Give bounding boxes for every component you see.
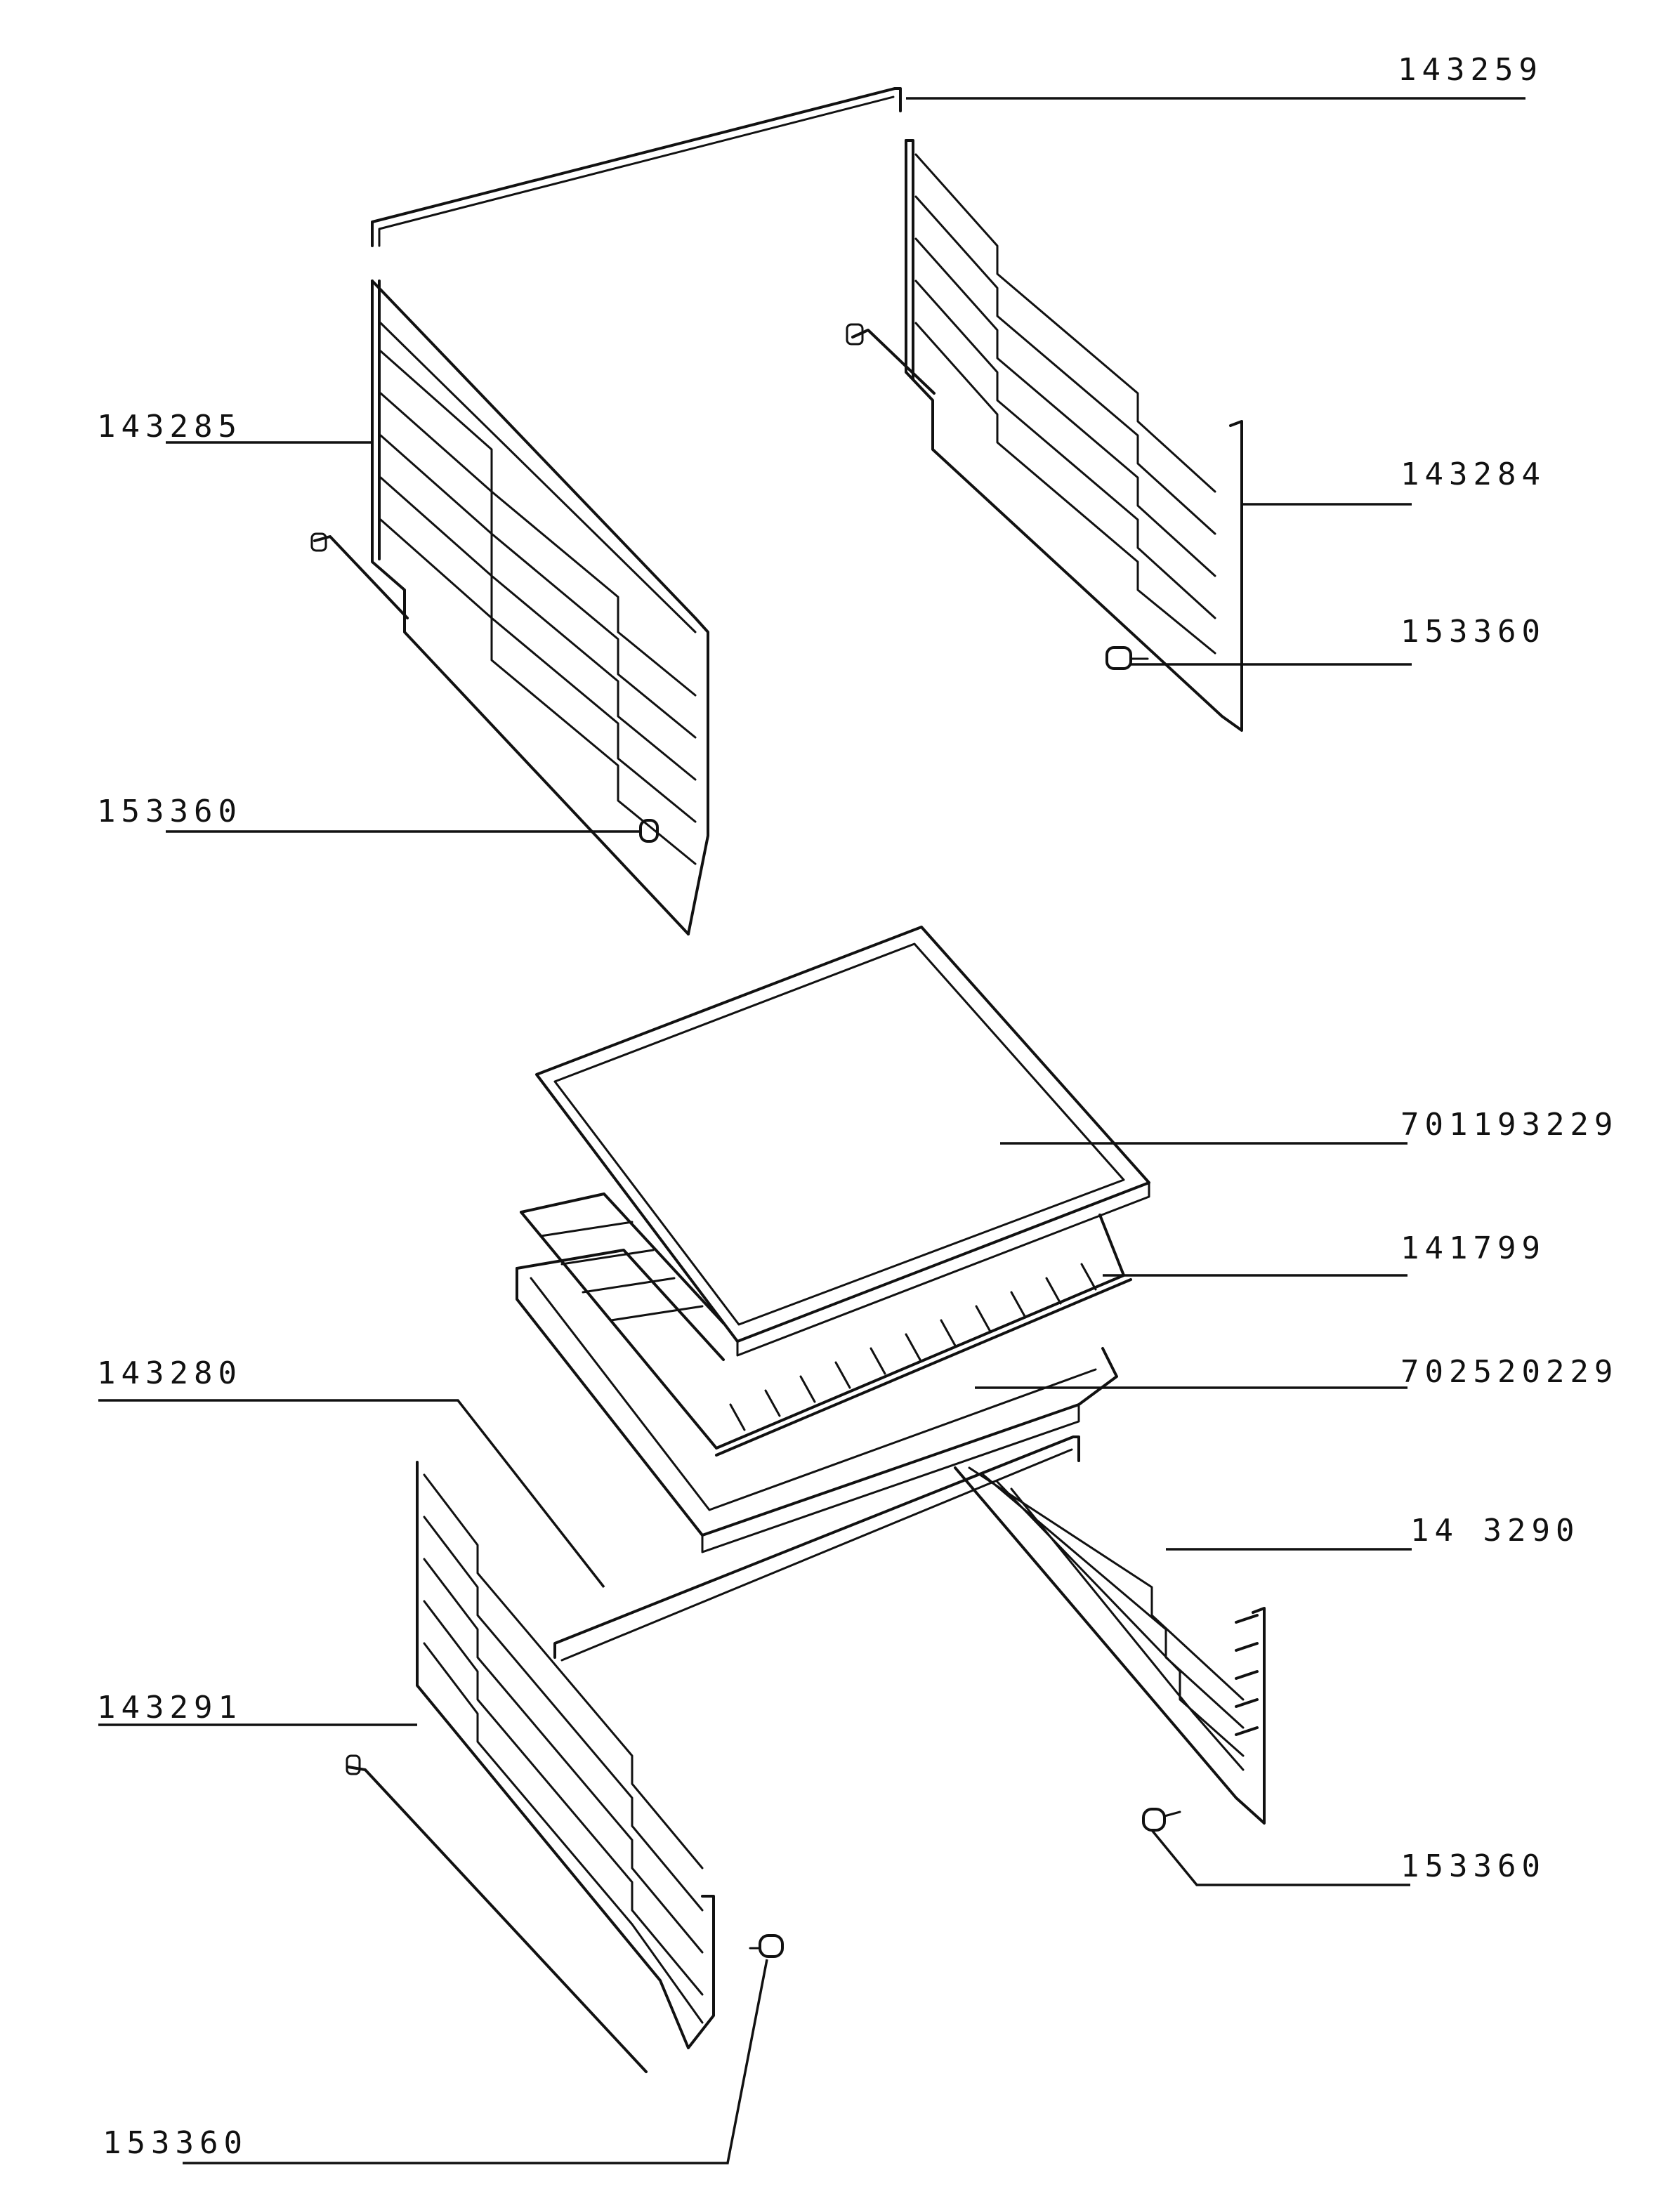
label-left-side-rack: 143285 — [97, 409, 242, 445]
drip-tray-702520229 — [516, 1249, 1118, 1553]
lower-left-rack-143291 — [346, 1461, 715, 2073]
label-lower-right-stud: 153360 — [1400, 1848, 1546, 1884]
label-right-side-rack: 143284 — [1400, 456, 1546, 492]
label-lower-left-rack: 143291 — [97, 1690, 242, 1726]
label-lower-left-stud: 153360 — [103, 2125, 248, 2161]
label-bottom-bar: 143280 — [97, 1355, 242, 1391]
leader-lower-right-stud — [1150, 1829, 1410, 1886]
label-left-stud: 153360 — [97, 794, 242, 829]
glass-plate-701193229 — [535, 926, 1150, 1357]
lower-right-rack-14-3290 — [954, 1466, 1266, 1825]
right-side-rack-143284 — [846, 139, 1243, 732]
leader-lower-left-stud — [183, 1959, 768, 2164]
lower-left-stud-153360 — [749, 1934, 784, 1958]
right-stud-153360 — [1105, 646, 1149, 670]
label-glass-plate: 701193229 — [1400, 1107, 1619, 1143]
left-side-rack-143285 — [310, 280, 709, 935]
label-wire-grill: 141799 — [1400, 1230, 1546, 1266]
wire-grill-141799 — [520, 1192, 1132, 1457]
lower-right-stud-153360 — [1142, 1808, 1181, 1832]
top-bar-143259 — [371, 87, 902, 247]
label-drip-tray: 702520229 — [1400, 1354, 1619, 1390]
label-right-stud: 153360 — [1400, 614, 1546, 650]
leader-bottom-bar — [98, 1399, 605, 1589]
leader-lines — [98, 97, 1525, 2164]
label-lower-right-rack: 14 3290 — [1410, 1513, 1580, 1549]
label-top-bar: 143259 — [1398, 52, 1543, 88]
bottom-bar-143280 — [553, 1435, 1080, 1662]
